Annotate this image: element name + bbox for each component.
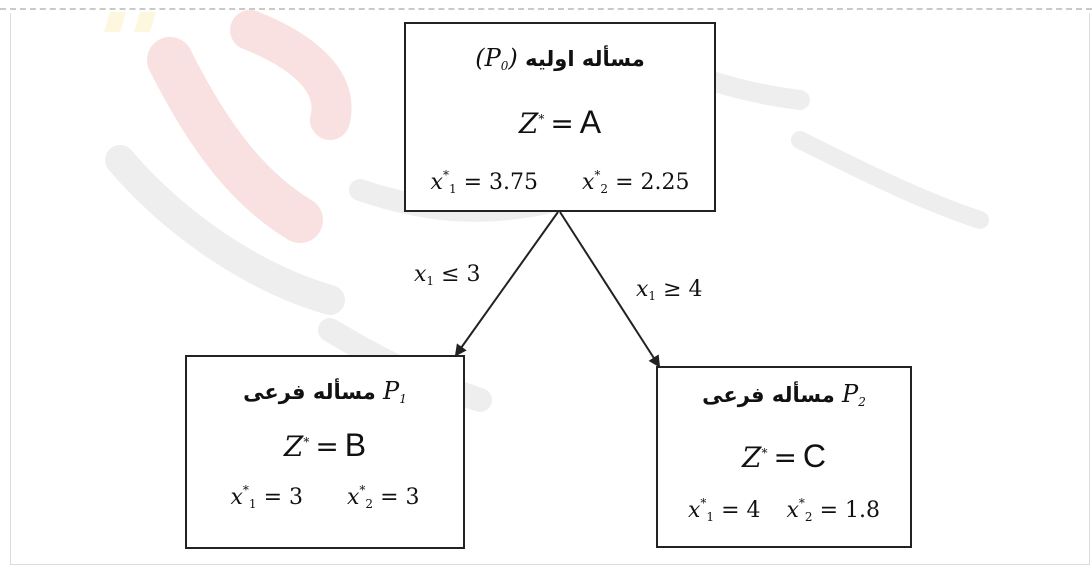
node-left-child: مسأله فرعی P1 Z*=B x*1 = 3 x*2 = 3 (185, 355, 465, 549)
objective-value-letter: B (344, 427, 367, 463)
objective-value-letter: A (579, 104, 602, 140)
node-title: مسأله فرعی P1 (187, 377, 463, 406)
x1-value: x*1 = 4 (688, 496, 761, 524)
solution-values: x*1 = 3 x*2 = 3 (187, 483, 463, 511)
x1-value: x*1 = 3 (230, 483, 304, 511)
objective-value-letter: C (802, 438, 827, 474)
edge-to-left-child (454, 211, 559, 357)
solution-values: x*1 = 4 x*2 = 1.8 (658, 496, 910, 524)
problem-label: P1 (383, 377, 407, 406)
solution-values: x*1 = 3.75 x*2 = 2.25 (406, 168, 714, 196)
x2-value: x*2 = 1.8 (786, 496, 880, 524)
x1-value: x*1 = 3.75 (430, 168, 538, 196)
node-right-child: مسأله فرعی P2 Z*=C x*1 = 4 x*2 = 1.8 (656, 366, 912, 548)
node-title: مسأله فرعی P2 (658, 380, 910, 409)
problem-title-fa: مسأله فرعی (243, 380, 376, 404)
objective-value: Z*=C (741, 438, 827, 474)
problem-label: P2 (842, 380, 866, 409)
node-title: (P0) مسأله اولیه (406, 44, 714, 73)
objective-value: Z*=B (283, 427, 367, 463)
problem-title-fa: مسأله فرعی (702, 383, 835, 407)
edge-label-left: x1 ≤ 3 (414, 262, 481, 288)
problem-title-fa: مسأله اولیه (525, 47, 645, 71)
figure-frame (10, 13, 1090, 565)
top-dashed-border (0, 8, 1092, 10)
edge-to-right-child (559, 211, 661, 368)
x2-value: x*2 = 3 (347, 483, 420, 511)
objective-value: Z*=A (518, 104, 602, 140)
node-root: (P0) مسأله اولیه Z*=A x*1 = 3.75 x*2 = 2… (404, 22, 716, 212)
edge-label-right: x1 ≥ 4 (636, 277, 703, 303)
x2-value: x*2 = 2.25 (582, 168, 690, 196)
problem-label: (P0) (475, 44, 518, 73)
